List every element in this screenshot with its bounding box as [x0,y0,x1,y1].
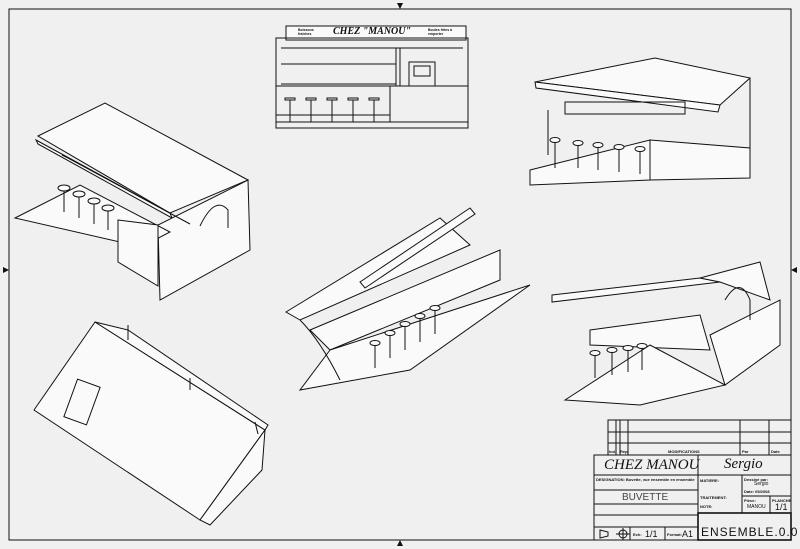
isometric-view-2 [529,57,752,186]
rev-header-modifications: MODIFICATIONS [668,449,700,454]
designation-value: BUVETTE [622,492,669,503]
rev-header-par: Par [742,449,749,454]
rev-header-rep: Rep. [620,449,629,454]
drawing-number: ENSEMBLE.0.0 [701,525,799,539]
drawn-by-label: Dessiné par: [744,477,769,482]
title-block-frame [593,419,792,541]
format-label: Format: [667,532,682,537]
date-value: Date: 05/2008 [744,489,770,494]
piece-value: MANOU [747,504,766,510]
note-label: NOTE: [700,504,713,509]
rev-header-date: Date [771,449,780,454]
projection-symbol [599,528,630,540]
traitement-label: TRAITEMENT: [700,495,727,500]
scale-label: Ech: [633,532,642,537]
planche-value: 1/1 [775,502,788,512]
planche-label: PLANCHE [772,498,792,503]
isometric-view-5 [33,321,269,526]
drawn-by-value: Sergio [754,481,769,487]
sign-title: CHEZ "MANOU" [333,26,412,37]
project-name: CHEZ MANOU [604,457,700,473]
scale-value: 1/1 [645,529,658,539]
matiere-label: MATIERE: [700,478,720,483]
designation-label: DESIGNATION: Buvette, vue ensemble en en… [596,477,695,482]
isometric-view-1 [13,102,251,301]
isometric-view-4 [551,261,781,406]
sign-left-text: Boissons fraîches [298,28,314,36]
author-big: Sergio [724,456,763,472]
format-value: A1 [682,529,694,539]
rev-header-ind: Ind. [609,449,617,454]
piece-label: Pièce: [744,498,756,503]
front-elevation-view [275,25,469,129]
isometric-view-3 [285,207,531,391]
sign-right-text: Boules frites à emporter [428,28,453,36]
centering-marks [3,3,797,546]
